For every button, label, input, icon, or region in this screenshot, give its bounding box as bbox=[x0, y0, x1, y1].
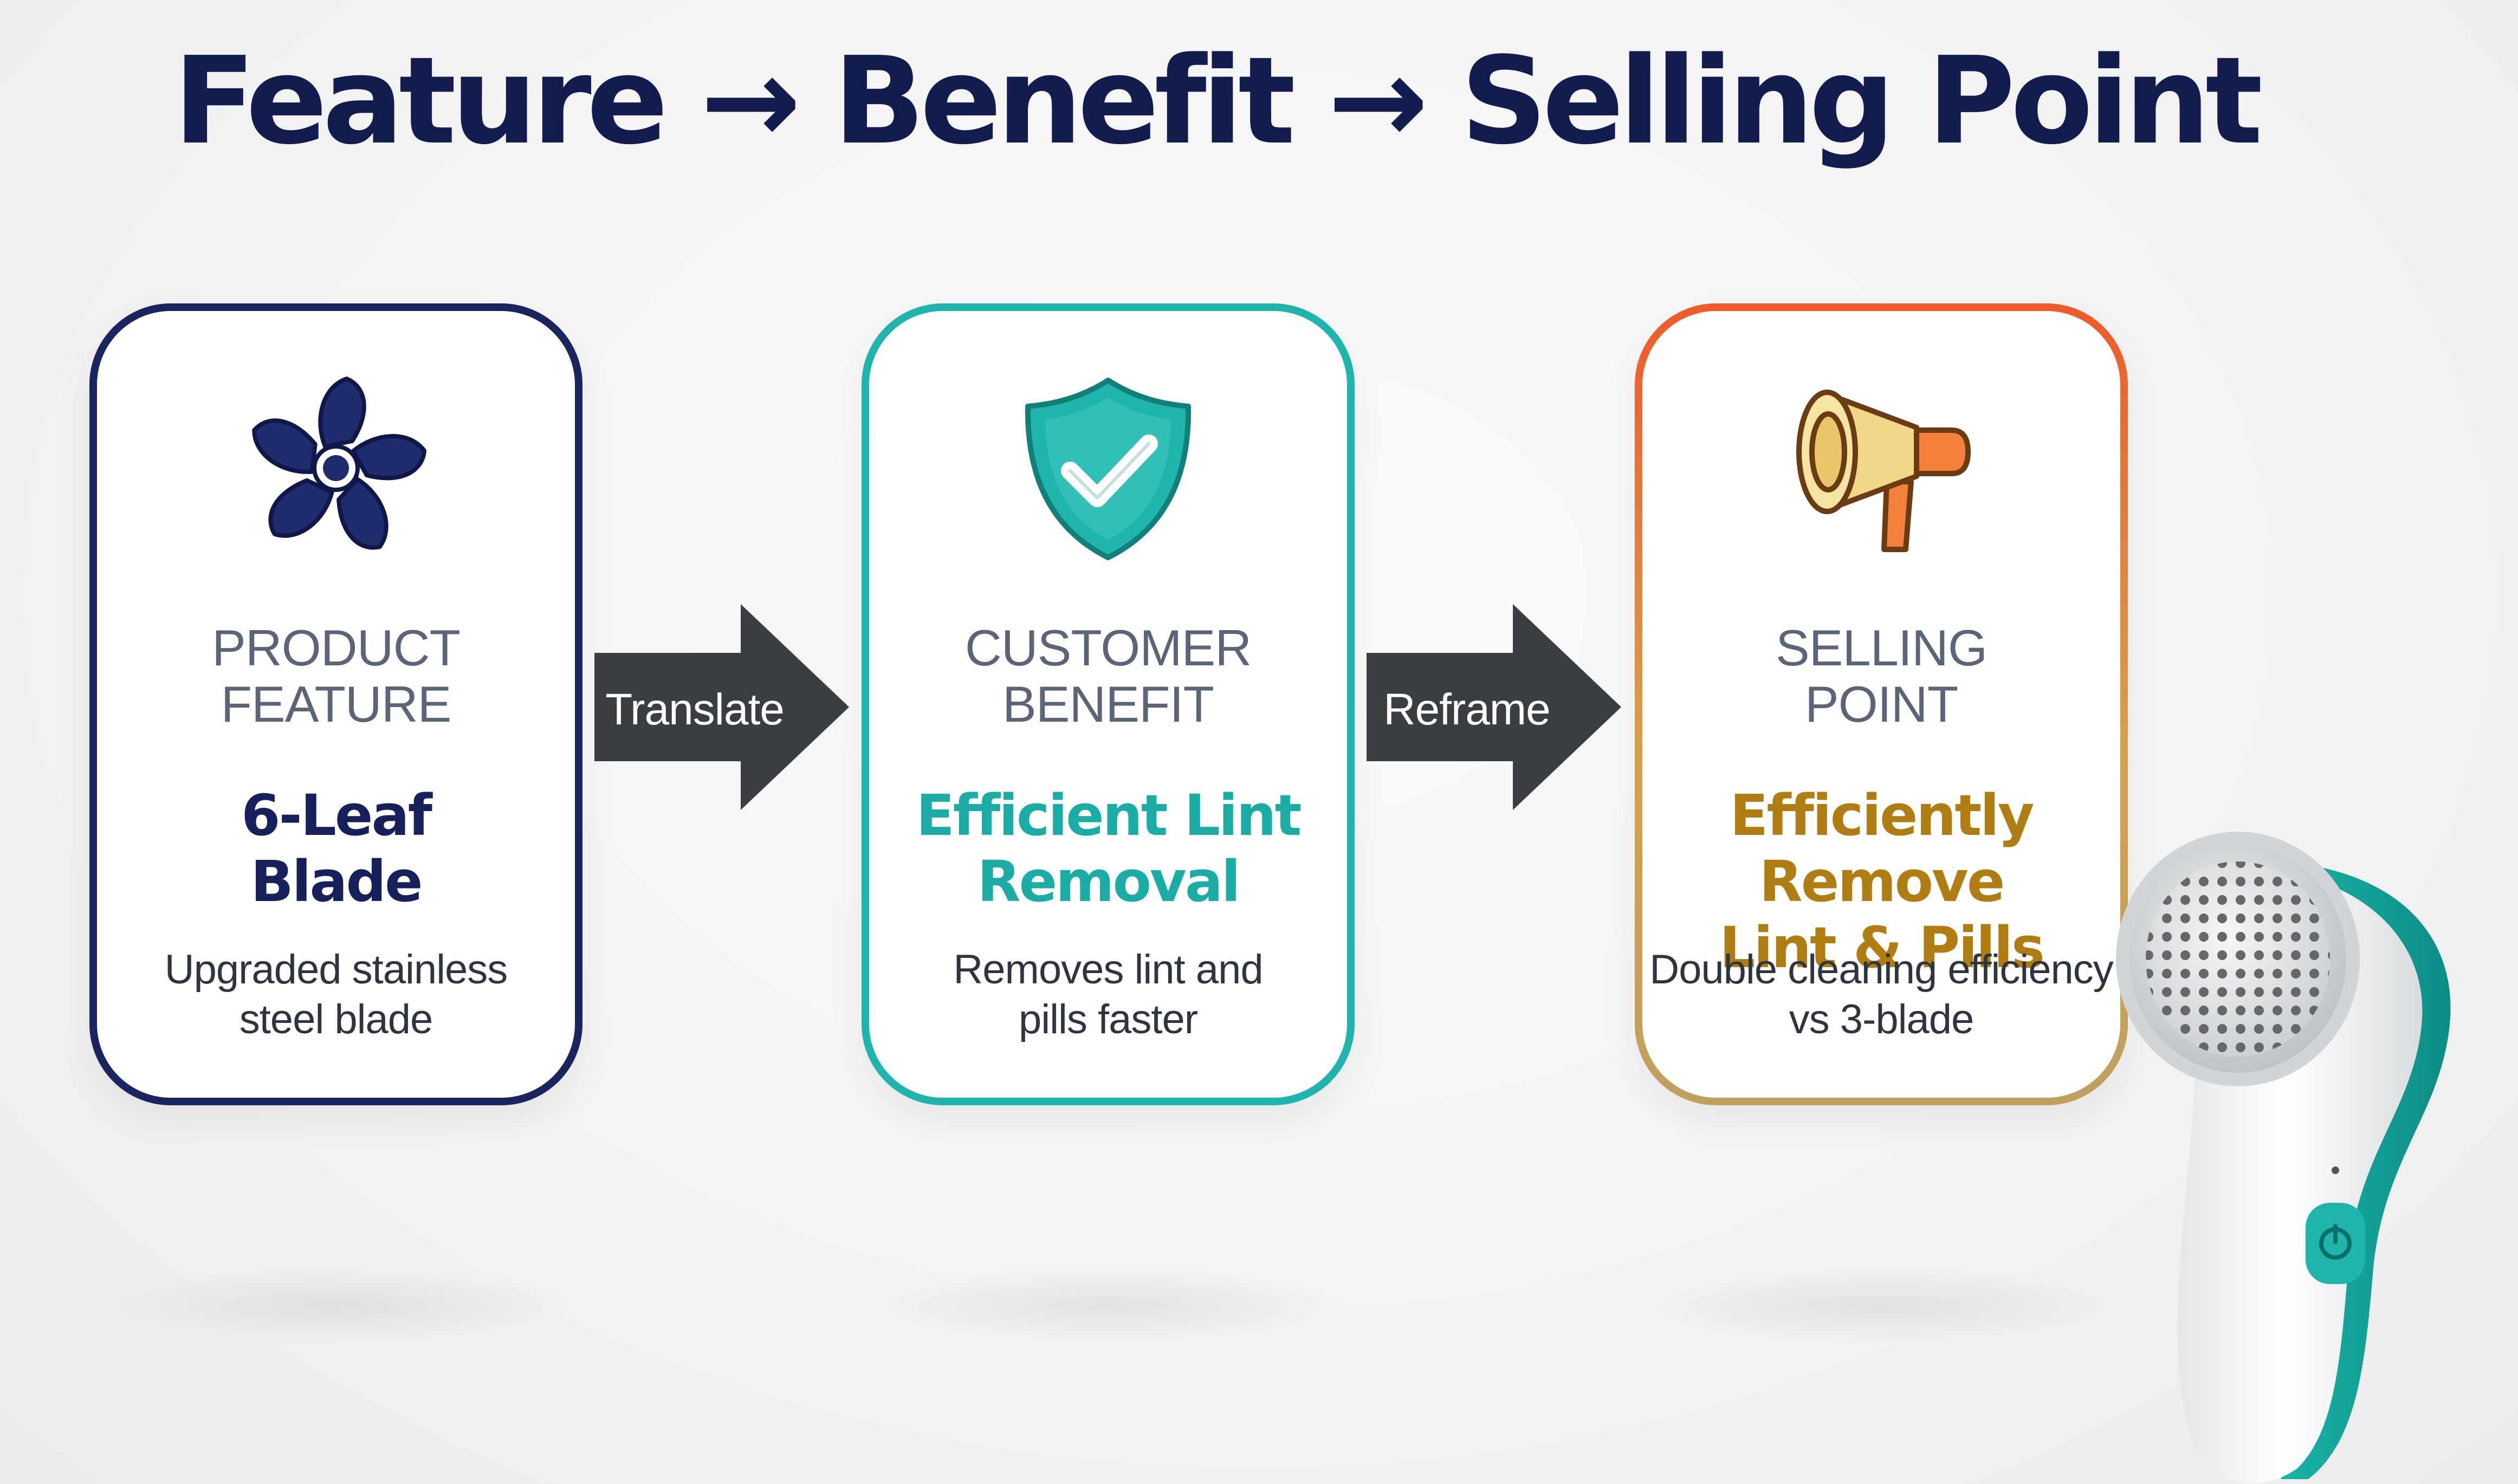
card-description: Removes lint and pills faster bbox=[953, 947, 1263, 1042]
card-shadow bbox=[864, 1268, 1352, 1344]
selling-point-card: SELLING POINT Efficiently Remove Lint & … bbox=[1635, 303, 2128, 1105]
card-label: CUSTOMER BENEFIT bbox=[965, 619, 1252, 733]
lint-remover-device bbox=[2116, 832, 2451, 1483]
arrow-right-icon bbox=[1367, 604, 1621, 810]
arrow-label: Reframe bbox=[1383, 685, 1550, 734]
reframe-arrow: Reframe bbox=[1367, 604, 1621, 810]
card-shadow bbox=[92, 1268, 580, 1344]
fan-blade-icon bbox=[252, 377, 427, 550]
page-title: Feature → Benefit → Selling Point bbox=[173, 31, 2263, 171]
card-headline: 6-Leaf Blade bbox=[241, 782, 432, 915]
arrow-right-icon bbox=[594, 604, 849, 810]
translate-arrow: Translate bbox=[594, 604, 849, 810]
shield-check-icon bbox=[1025, 378, 1192, 560]
card-headline: Efficient Lint Removal bbox=[916, 782, 1302, 915]
card-description: Double cleaning efficiency vs 3-blade bbox=[1649, 947, 2114, 1042]
card-shadow bbox=[1636, 1268, 2124, 1344]
arrow-label: Translate bbox=[605, 685, 785, 734]
product-feature-card: PRODUCT FEATURE 6-Leaf Blade Upgraded st… bbox=[89, 303, 582, 1105]
card-description: Upgraded stainless steel blade bbox=[164, 947, 508, 1042]
card-headline: Efficiently Remove Lint & Pills bbox=[1719, 782, 2045, 981]
card-label: SELLING POINT bbox=[1775, 619, 1988, 733]
customer-benefit-card: CUSTOMER BENEFIT Efficient Lint Removal … bbox=[862, 303, 1355, 1105]
card-label: PRODUCT FEATURE bbox=[212, 619, 461, 733]
megaphone-icon bbox=[1796, 390, 1971, 552]
